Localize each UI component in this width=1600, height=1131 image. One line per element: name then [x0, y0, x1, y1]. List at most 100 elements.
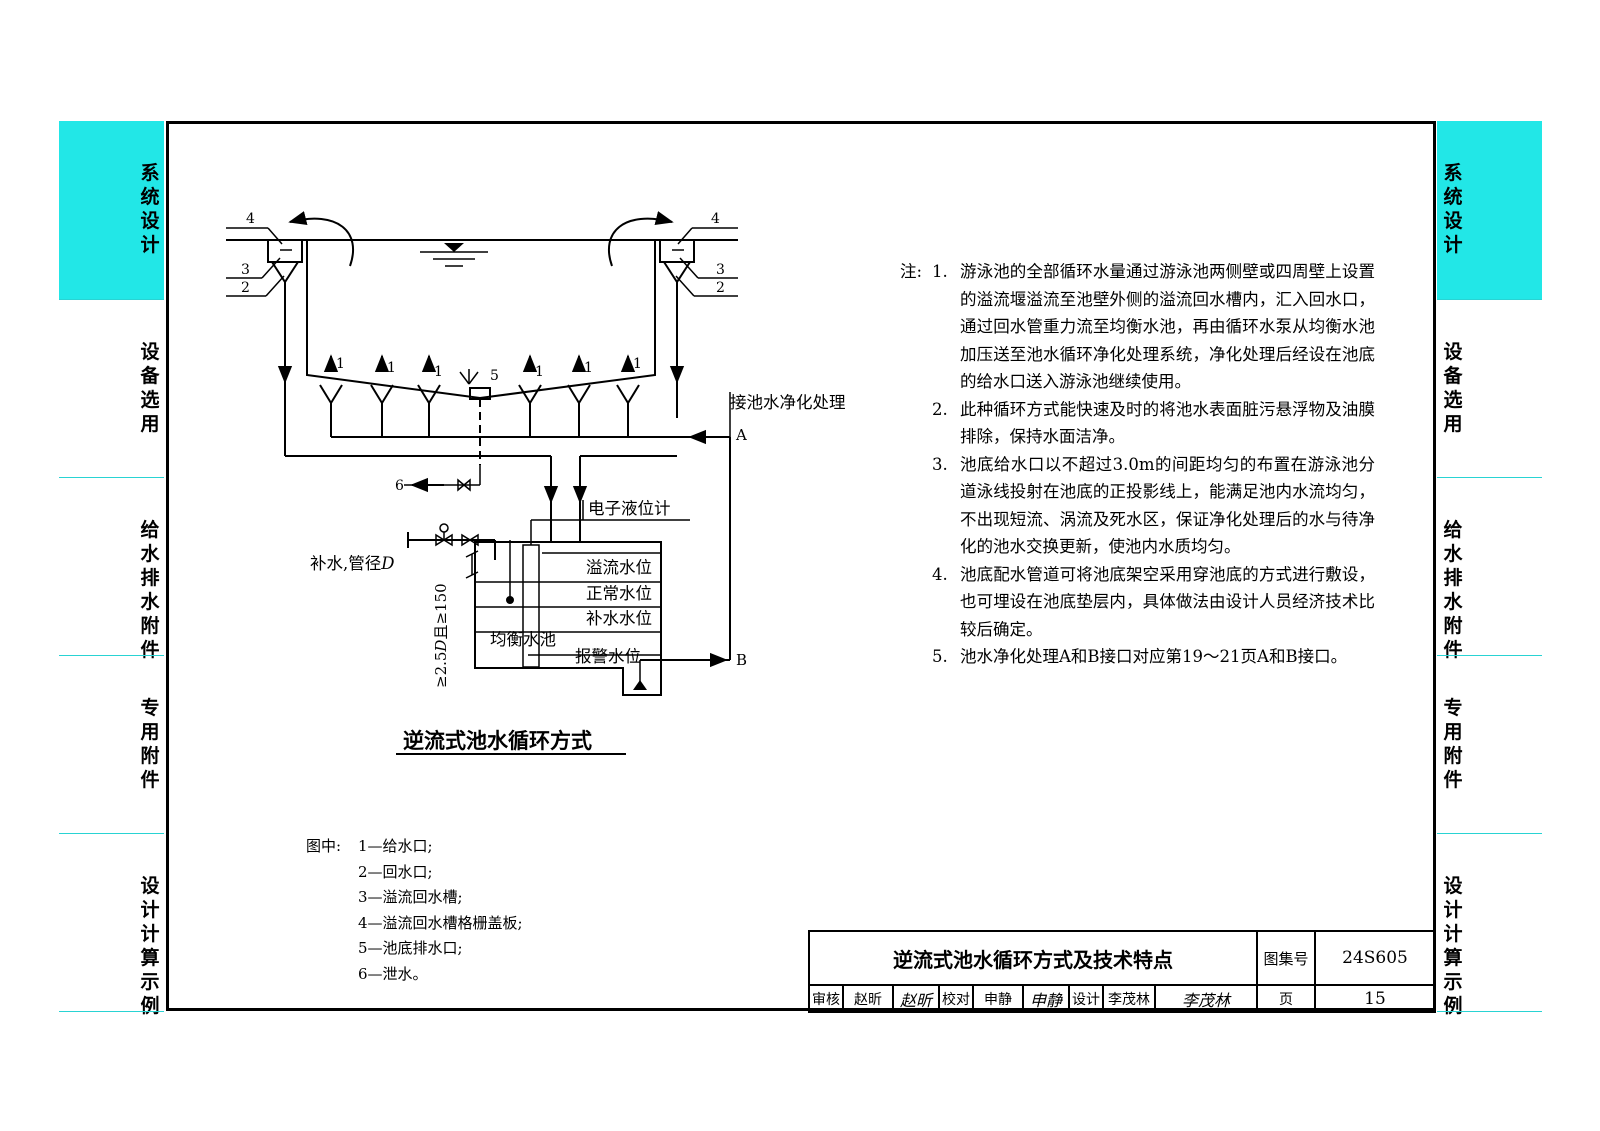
treatment-label: 接池水净化处理 [730, 393, 846, 412]
label-1: 1 [633, 356, 642, 372]
side-tab-label: 专用附件 [140, 697, 160, 791]
note-number: 1. [932, 262, 948, 281]
legend-text: 1—给水口; [358, 837, 433, 855]
suction-inlet [633, 680, 647, 690]
legend-section: 图中: 1—给水口; 2—回水口; 3—溢流回水槽; 4—溢流回水槽格栅盖板; 5… [306, 834, 523, 987]
makeup-text: 补水,管径 [310, 554, 381, 573]
overflow-gutter-right [659, 239, 695, 263]
diagram-title: 逆流式池水循环方式 [403, 728, 592, 753]
overflow-flow-arrow-right [607, 211, 674, 267]
gutter-funnel-left [271, 261, 299, 284]
legend-text: 5—池底排水口; [358, 939, 463, 957]
legend-item: 4—溢流回水槽格栅盖板; [306, 911, 523, 937]
legend-item: 6—泄水。 [306, 962, 523, 988]
side-tab-equipment[interactable]: 设备选用 [1437, 299, 1542, 477]
legend-text: 4—溢流回水槽格栅盖板; [358, 913, 523, 932]
label-2-left: 2 [241, 280, 250, 296]
leader-3-right [679, 257, 699, 279]
label-1: 1 [535, 364, 544, 380]
side-tab-calc[interactable]: 设计计算示例 [59, 833, 164, 1017]
side-tab-label: 设备选用 [1443, 341, 1463, 435]
legend-text: 6—泄水。 [358, 964, 428, 983]
label-2-right: 2 [716, 280, 725, 296]
airgap-note-b: 且≥150 [432, 583, 450, 639]
balance-tank-label: 均衡水池 [490, 630, 556, 649]
label-1: 1 [434, 364, 443, 380]
note-item: 2. 此种循环方式能快速及时的将池水表面脏污悬浮物及油膜排除，保持水面洁净。 [900, 396, 1375, 451]
water-level-symbol [444, 243, 464, 252]
drain-flow-symbol [459, 371, 470, 385]
alarm-level-label: 报警水位 [575, 647, 641, 666]
leader-2-left [265, 275, 285, 297]
side-tab-equipment[interactable]: 设备选用 [59, 299, 164, 477]
legend-item: 3—溢流回水槽; [306, 885, 523, 911]
legend-item: 图中: 1—给水口; [306, 834, 523, 860]
float-valve-head [439, 523, 449, 533]
leader-2-right [675, 275, 695, 297]
balance-tank [474, 541, 662, 696]
side-tab-divider [1437, 1011, 1542, 1012]
port-b-label: B [736, 651, 747, 669]
normal-level-label: 正常水位 [586, 584, 652, 603]
side-tab-fittings[interactable]: 给水排水附件 [59, 477, 164, 661]
side-tab-system-design[interactable]: 系统设计 [1437, 121, 1542, 299]
note-text: 池底给水口以不超过3.0m的间距均匀的布置在游泳池分道泳线投射在池底的正投影线上… [960, 454, 1375, 557]
note-number: 4. [932, 564, 948, 584]
side-tab-label: 专用附件 [1443, 697, 1463, 791]
note-text: 游泳池的全部循环水量通过游泳池两侧壁或四周壁上设置的溢流堰溢流至池壁外侧的溢流回… [960, 262, 1375, 391]
check-label: 校对 [938, 984, 974, 1013]
check-signature: 申静 [1022, 984, 1070, 1013]
leader-3-left [261, 257, 281, 279]
note-text: 池水净化处理A和B接口对应第19～21页A和B接口。 [960, 647, 1348, 666]
side-tab-label: 系统设计 [1443, 162, 1463, 256]
level-meter-label: 电子液位计 [588, 499, 671, 518]
legend-text: 2—回水口; [358, 862, 433, 881]
leader-4-right [677, 227, 693, 245]
airgap-note: ≥2.5D且≥150 [432, 583, 450, 688]
review-signature: 赵昕 [892, 984, 940, 1013]
note-text: 池底配水管道可将池底架空采用穿池底的方式进行敷设，也可埋设在池底垫层内，具体做法… [960, 564, 1375, 639]
note-item: 注: 1. 游泳池的全部循环水量通过游泳池两侧壁或四周壁上设置的溢流堰溢流至池壁… [900, 258, 1375, 396]
legend-item: 5—池底排水口; [306, 936, 523, 962]
side-tab-special[interactable]: 专用附件 [59, 655, 164, 833]
drawing-frame [166, 121, 1436, 1011]
solenoid-valve [461, 533, 479, 547]
side-tab-system-design[interactable]: 系统设计 [59, 121, 164, 299]
overflow-level-label: 溢流水位 [586, 558, 652, 577]
label-6: 6 [395, 478, 404, 494]
side-tab-label: 设计计算示例 [140, 875, 160, 1017]
check-name: 申静 [972, 984, 1024, 1013]
label-1: 1 [387, 360, 396, 376]
label-3-right: 3 [716, 262, 725, 278]
pool-outline [306, 240, 656, 400]
overflow-flow-arrow-left [288, 211, 355, 267]
side-tab-label: 给水排水附件 [140, 519, 160, 661]
makeup-level-label: 补水水位 [586, 609, 652, 628]
atlas-number: 24S605 [1314, 930, 1436, 986]
design-name: 李茂林 [1102, 984, 1156, 1013]
notes-head: 注: [900, 262, 923, 281]
drain-valve [457, 478, 471, 492]
note-number: 5. [932, 647, 948, 666]
title-block: 逆流式池水循环方式及技术特点 图集号 24S605 审核 赵昕 赵昕 校对 申静… [808, 930, 1436, 1013]
legend-item: 2—回水口; [306, 860, 523, 886]
leader-4-left [267, 227, 283, 245]
makeup-diameter: D [380, 554, 394, 573]
note-number: 3. [932, 454, 948, 474]
notes-section: 注: 1. 游泳池的全部循环水量通过游泳池两侧壁或四周壁上设置的溢流堰溢流至池壁… [900, 258, 1375, 671]
review-label: 审核 [808, 984, 844, 1013]
design-label: 设计 [1068, 984, 1104, 1013]
side-tab-special[interactable]: 专用附件 [1437, 655, 1542, 833]
legend-text: 3—溢流回水槽; [358, 888, 463, 906]
design-signature: 李茂林 [1154, 984, 1258, 1013]
drawing-title: 逆流式池水循环方式及技术特点 [808, 930, 1258, 986]
makeup-label: 补水,管径D [310, 554, 394, 573]
label-4-right: 4 [711, 211, 720, 227]
legend-head: 图中: [306, 837, 342, 855]
note-item: 4. 池底配水管道可将池底架空采用穿池底的方式进行敷设，也可埋设在池底垫层内，具… [900, 561, 1375, 644]
label-1: 1 [584, 360, 593, 376]
drain-flow-symbol [468, 371, 479, 385]
review-name: 赵昕 [842, 984, 894, 1013]
inlet-risers [319, 384, 640, 437]
